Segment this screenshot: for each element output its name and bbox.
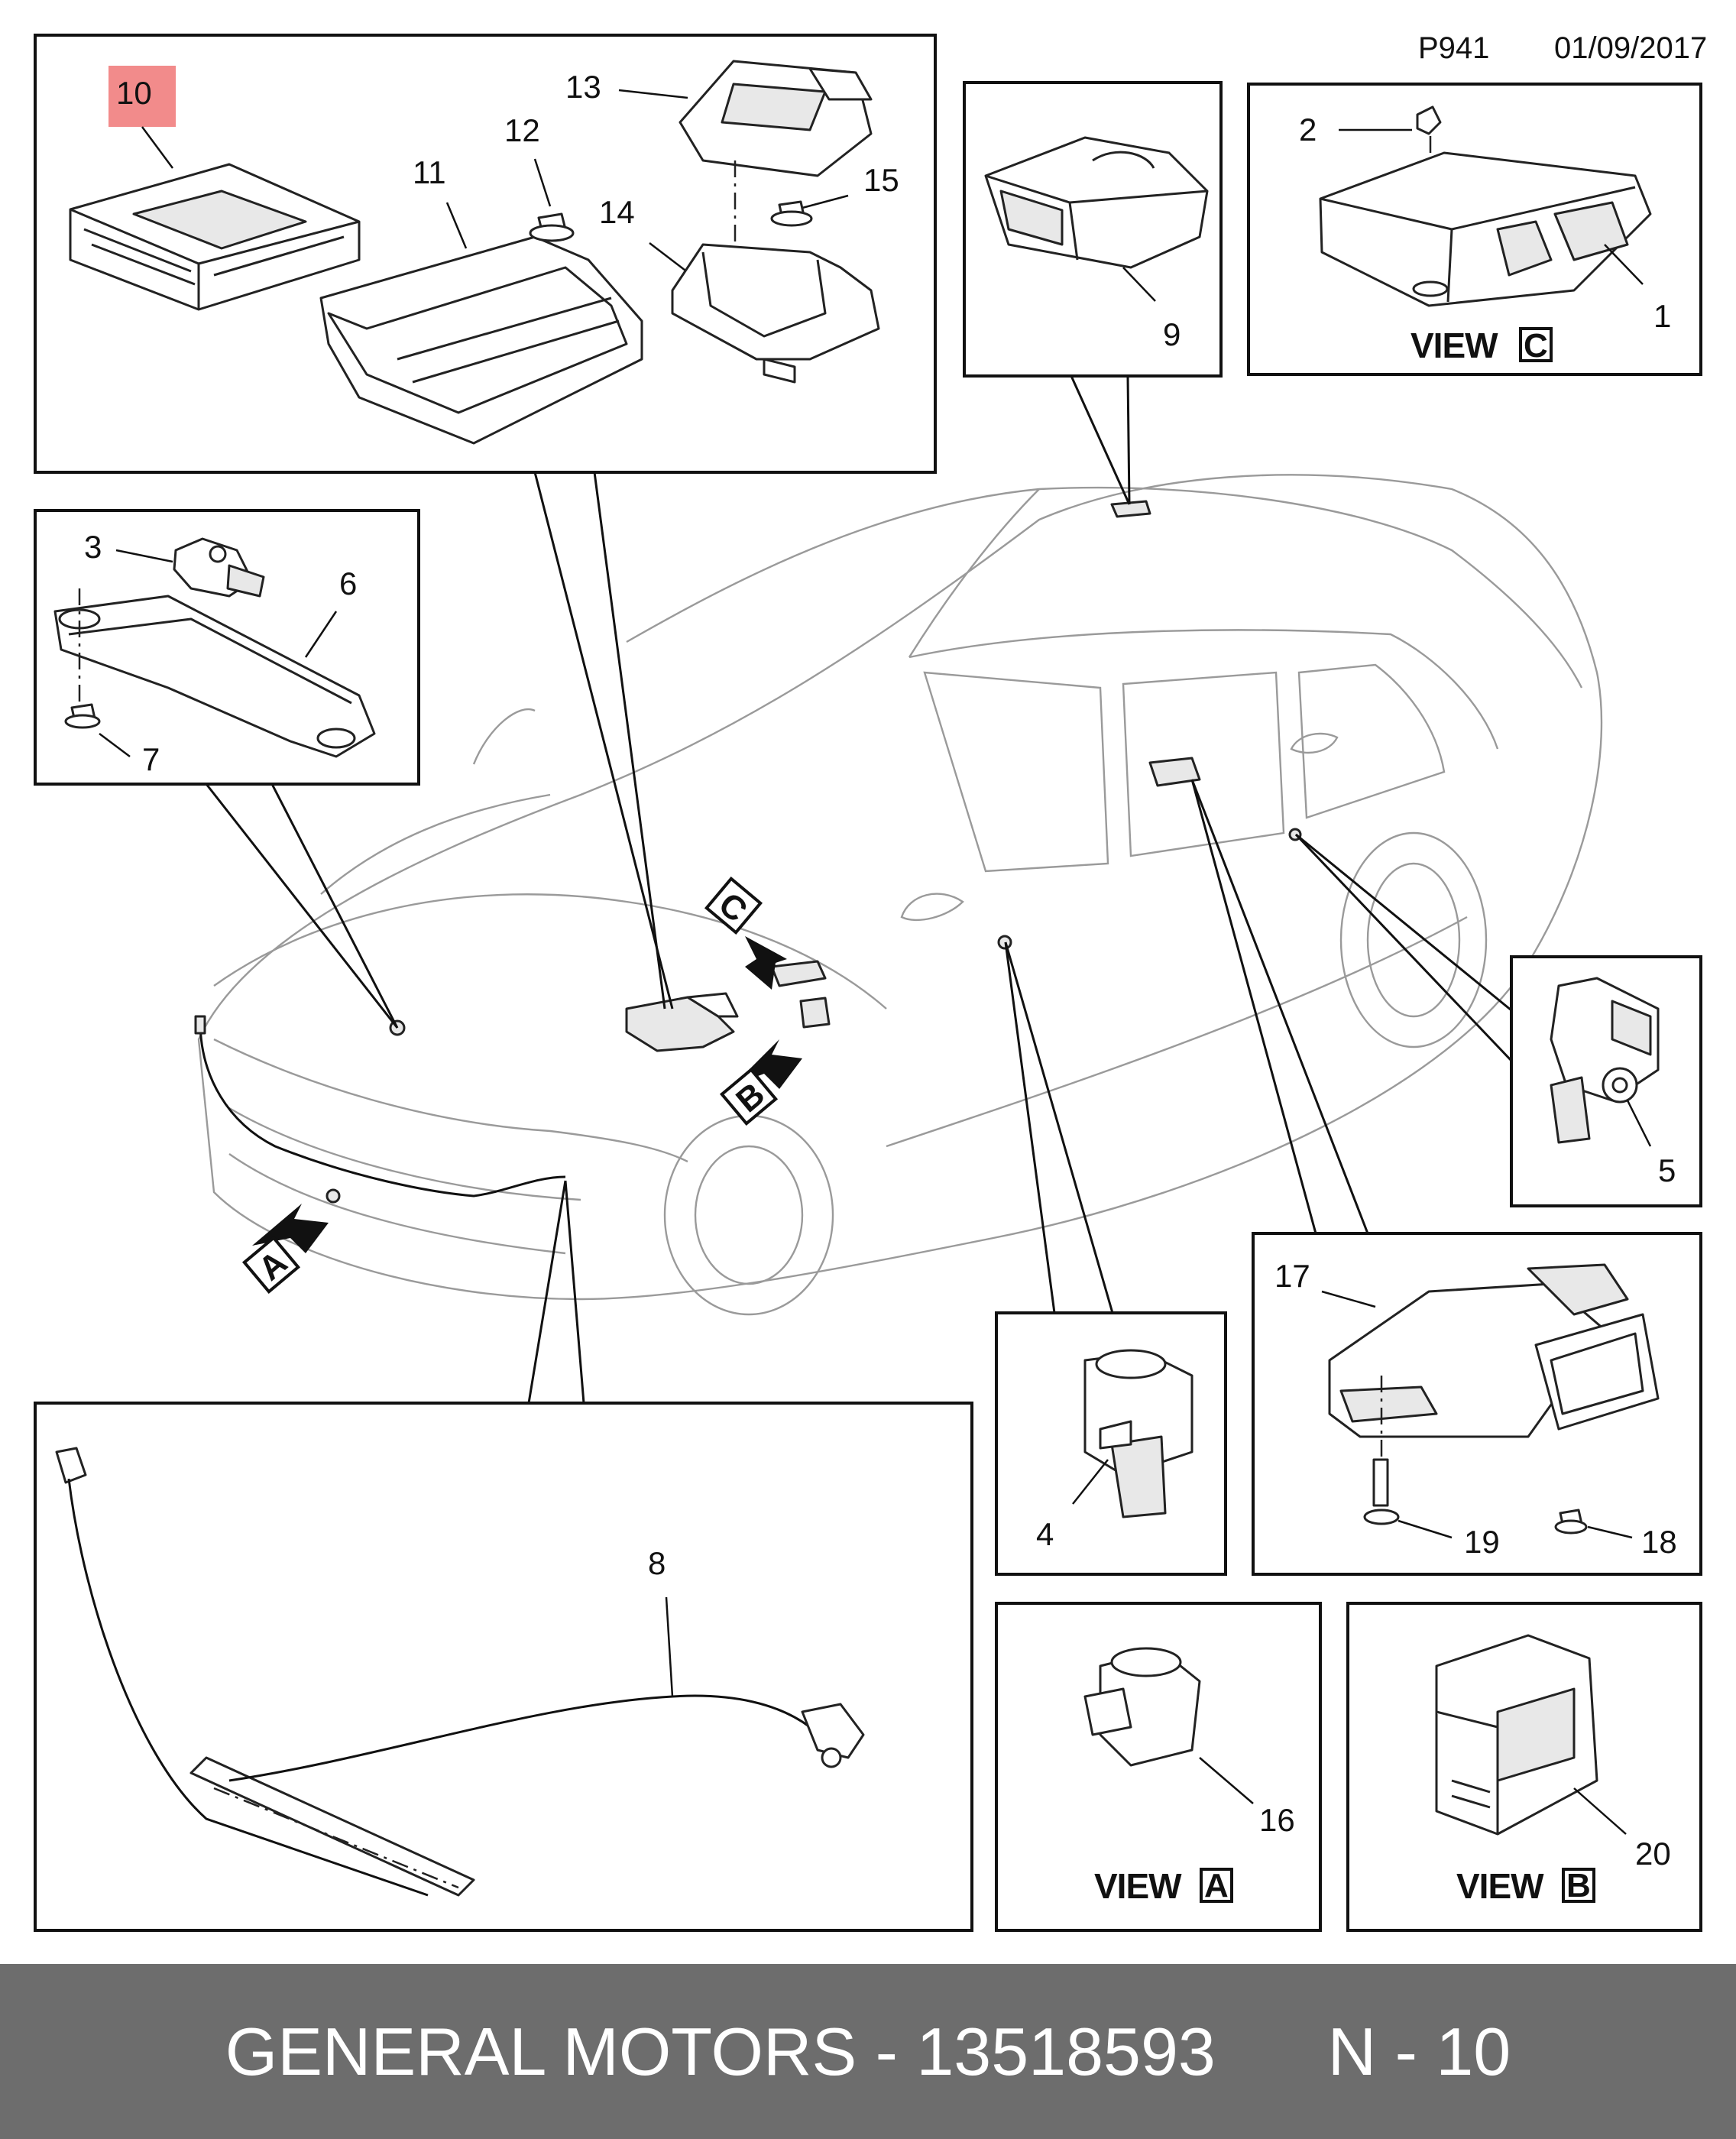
panel-part-5: 5 <box>1510 955 1702 1207</box>
svg-text:9: 9 <box>1163 316 1181 352</box>
svg-text:7: 7 <box>142 741 160 777</box>
panel-view-c: 2 1 VIEW C <box>1247 83 1702 376</box>
part-17-module <box>1328 1263 1660 1438</box>
svg-text:1: 1 <box>1653 298 1671 334</box>
svg-text:6: 6 <box>339 566 357 601</box>
harness-on-car <box>199 1020 566 1198</box>
svg-text:16: 16 <box>1259 1802 1295 1838</box>
car-module-17 <box>1148 757 1201 787</box>
leader-9a <box>1070 375 1131 505</box>
part-10-airbag-module <box>69 163 361 311</box>
part-5-sensor <box>1550 977 1660 1144</box>
car-module-c <box>770 960 827 987</box>
view-arrow-a: A <box>241 1204 329 1295</box>
leader-8b <box>564 1180 585 1404</box>
panel-part-17: 17 19 18 <box>1252 1232 1702 1576</box>
part-20-module <box>1435 1634 1598 1836</box>
footer-banner: GENERAL MOTORS - 13518593 N - 10 <box>0 1964 1736 2139</box>
svg-text:13: 13 <box>565 69 601 105</box>
car-sensor-4 <box>997 935 1012 950</box>
footer-part-number: 13518593 <box>916 2013 1216 2089</box>
footer-gap <box>1216 2013 1328 2091</box>
svg-text:A: A <box>1204 1867 1229 1904</box>
leader-5a <box>1295 833 1512 1012</box>
part-2-nut <box>1416 105 1442 135</box>
leader-10 <box>533 472 674 1010</box>
part-8-harness <box>55 1447 865 1897</box>
leader-4b <box>1004 941 1114 1314</box>
part-1-module <box>1319 151 1652 307</box>
svg-text:12: 12 <box>504 112 540 148</box>
svg-text:5: 5 <box>1658 1152 1676 1188</box>
svg-text:10: 10 <box>116 75 152 111</box>
footer-separator: - <box>857 2013 917 2089</box>
panel-view-b: 20 VIEW B <box>1346 1602 1702 1932</box>
panel-part-4: 4 <box>995 1311 1227 1576</box>
part-16-sensor <box>1083 1647 1201 1767</box>
svg-text:20: 20 <box>1635 1836 1671 1872</box>
part-4-sensor <box>1083 1349 1194 1518</box>
footer-brand: GENERAL MOTORS <box>225 2013 857 2089</box>
leader-3a <box>205 783 399 1029</box>
leader-4a <box>1004 941 1056 1314</box>
svg-text:19: 19 <box>1464 1524 1500 1560</box>
highlight-part-10 <box>108 66 176 127</box>
svg-text:4: 4 <box>1036 1516 1054 1552</box>
panel-view-a: 16 VIEW A <box>995 1602 1322 1932</box>
svg-text:B: B <box>1566 1867 1591 1904</box>
car-sensor-16 <box>326 1188 341 1204</box>
svg-text:3: 3 <box>84 529 102 565</box>
part-6-bracket <box>53 595 376 758</box>
part-14-bracket <box>671 243 880 384</box>
svg-text:8: 8 <box>648 1545 666 1581</box>
harness-connector <box>194 1015 206 1035</box>
part-19-bolt <box>1363 1458 1400 1525</box>
part-12-nut <box>529 212 575 242</box>
leader-9b <box>1126 375 1131 505</box>
part-18-nut <box>1554 1509 1588 1535</box>
panel-control-modules: 10 11 12 13 <box>34 34 937 474</box>
part-3-sensor <box>173 537 265 598</box>
svg-text:VIEW: VIEW <box>1410 326 1498 365</box>
panel-harness-8: 8 <box>34 1402 973 1932</box>
car-outline <box>197 474 1603 1316</box>
leader-5b <box>1294 833 1513 1062</box>
svg-text:14: 14 <box>599 194 635 230</box>
svg-text:15: 15 <box>863 162 899 198</box>
car-module-9 <box>1110 500 1151 518</box>
footer-page: N - 10 <box>1327 2013 1511 2089</box>
part-15-nut <box>770 200 813 227</box>
leader-8a <box>527 1180 567 1404</box>
svg-text:VIEW: VIEW <box>1456 1866 1544 1906</box>
part-7-nut <box>64 703 101 729</box>
part-13-sensor-module <box>679 60 873 177</box>
svg-text:17: 17 <box>1274 1258 1310 1294</box>
leader-17a <box>1190 779 1317 1234</box>
parts-diagram: P941 01/09/2017 <box>34 31 1707 1932</box>
svg-text:C: C <box>1524 327 1548 365</box>
panel-part-9: 9 <box>963 81 1223 378</box>
svg-text:11: 11 <box>413 154 446 190</box>
view-arrow-b: B <box>719 1039 802 1126</box>
car-module-b <box>799 997 831 1029</box>
panel-front-sensor: 3 6 7 <box>34 509 420 786</box>
svg-text:18: 18 <box>1641 1524 1677 1560</box>
car-module-10 <box>625 992 739 1052</box>
svg-text:2: 2 <box>1299 112 1317 147</box>
leader-3b <box>270 783 399 1029</box>
leader-17b <box>1190 779 1369 1234</box>
leader-11 <box>593 472 666 1010</box>
part-11-bracket <box>319 235 643 445</box>
diagram-code: P941 <box>1418 31 1489 65</box>
part-9-module <box>984 136 1209 269</box>
diagram-date: 01/09/2017 <box>1554 31 1707 65</box>
svg-text:VIEW: VIEW <box>1094 1866 1182 1906</box>
